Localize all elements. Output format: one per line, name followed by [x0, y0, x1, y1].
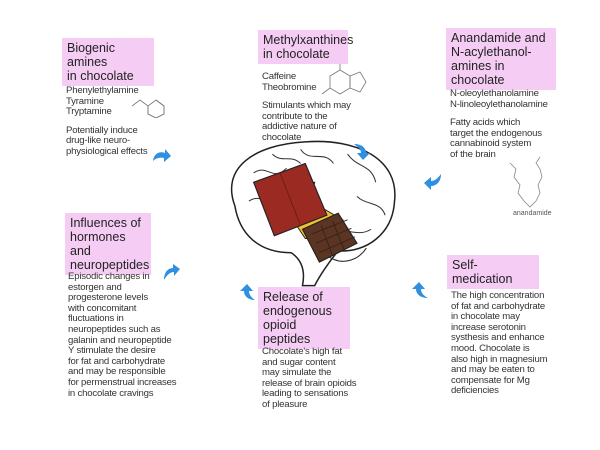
opioid-text: Chocolate's high fat and sugar content m… — [262, 346, 357, 411]
body-line: in chocolate may — [451, 311, 520, 323]
opioid-title: Release of endogenous opioid peptides — [258, 287, 350, 349]
title-line: hormones and — [70, 230, 126, 258]
anandamide-molecule-icon — [509, 156, 543, 208]
body-line: and may be responsible — [68, 366, 166, 378]
title-line: Self-medication — [452, 258, 513, 286]
curved-arrow-icon — [354, 144, 370, 160]
title-line: N-acylethanol- — [451, 45, 532, 59]
self-medication-title: Self-medication — [447, 255, 539, 289]
amine-molecule-icon — [131, 99, 165, 118]
body-line: and may be eaten to — [451, 364, 535, 376]
body-line: progesterone levels — [68, 292, 148, 304]
methylxanthines-text: Caffeine Theobromine Stimulants which ma… — [262, 71, 351, 144]
title-line: Anandamide and — [451, 31, 546, 45]
compound: Theobromine — [262, 81, 317, 93]
body-line: Stimulants which may — [262, 100, 351, 112]
title-line: Release of — [263, 290, 323, 304]
body-line: chocolate — [262, 131, 302, 143]
title-line: neuropeptides — [70, 258, 150, 272]
anandamide-title: Anandamide and N-acylethanol- amines in … — [446, 28, 556, 90]
title-line: peptides — [263, 332, 311, 346]
body-line: Fatty acids which — [450, 117, 521, 129]
body-line: physiological effects — [66, 145, 148, 157]
compound: N-linoleoylethanolamine — [450, 98, 548, 110]
hormones-text: Episodic changes in estorgen and progest… — [68, 271, 177, 399]
compound: Caffeine — [262, 71, 296, 82]
curved-arrow-icon — [240, 284, 255, 300]
body-line: of pleasure — [262, 398, 308, 410]
title-line: endogenous opioid — [263, 304, 332, 332]
body-line: neuropeptides such as — [68, 323, 161, 335]
body-line: in chocolate cravings — [68, 387, 154, 399]
body-line: addictive nature of — [262, 121, 337, 133]
body-line: cannabinoid system — [450, 138, 532, 150]
body-line: Y stimulate the desire — [68, 345, 156, 357]
body-line: galanin and neuropeptide — [68, 334, 172, 346]
compound: Tyramine — [66, 95, 104, 107]
body-line: and sugar content — [262, 356, 336, 368]
title-line: Biogenic amines — [67, 41, 115, 69]
curved-arrow-icon — [164, 264, 180, 280]
body-line: for fat and carbohydrate — [68, 355, 166, 367]
body-line: of fat and carbohydrate — [451, 300, 546, 312]
body-line: Episodic changes in — [68, 271, 150, 282]
compound: Phenylethylamine — [66, 85, 139, 96]
compound: N-oleoylethanolamine — [450, 88, 539, 99]
body-line: increase serotonin — [451, 321, 526, 333]
body-line: also high in magnesium — [451, 353, 548, 365]
body-line: deficiencies — [451, 385, 499, 397]
body-line: contribute to the — [262, 110, 328, 122]
body-line: target the endogenous — [450, 127, 542, 139]
caffeine-molecule-icon — [321, 64, 367, 95]
body-line: estorgen and — [68, 281, 122, 293]
body-line: compensate for Mg — [451, 374, 530, 386]
body-line: may simulate the — [262, 367, 332, 379]
title-line: in chocolate — [67, 69, 134, 83]
curved-arrow-icon — [412, 282, 428, 298]
brain-illustration — [230, 140, 396, 287]
body-line: The high concentration — [451, 290, 545, 301]
body-line: Potentially induce — [66, 124, 138, 136]
curved-arrow-icon — [153, 149, 171, 162]
body-line: of the brain — [450, 148, 496, 160]
molecule-label: anandamide — [513, 210, 552, 217]
body-line: release of brain opioids — [262, 377, 357, 389]
body-line: mood. Chocolate is — [451, 342, 530, 354]
body-line: with concomitant — [68, 302, 137, 314]
title-line: amines in chocolate — [451, 59, 505, 87]
self-medication-text: The high concentration of fat and carboh… — [451, 290, 548, 397]
body-line: drug-like neuro- — [66, 135, 130, 147]
body-line: systhesis and enhance — [451, 332, 545, 344]
methylxanthines-title: Methylxanthines in chocolate — [258, 30, 354, 64]
anandamide-text: N-oleoylethanolamine N-linoleoylethanola… — [450, 88, 548, 161]
title-line: Methylxanthines — [263, 33, 354, 47]
body-line: leading to sensations — [262, 388, 348, 400]
body-line: Chocolate's high fat — [262, 346, 342, 357]
hormones-title: Influences of hormones and neuropeptides — [65, 213, 151, 275]
title-line: Influences of — [70, 216, 141, 230]
biogenic-amines-title: Biogenic amines in chocolate — [62, 38, 154, 86]
biogenic-amines-text: Phenylethylamine Tyramine Tryptamine Pot… — [66, 85, 148, 158]
body-line: fluctuations in — [68, 313, 124, 325]
compound: Tryptamine — [66, 106, 112, 118]
curved-arrow-icon — [424, 174, 441, 190]
title-line: in chocolate — [263, 47, 330, 61]
body-line: for permenstrual increases — [68, 376, 177, 388]
